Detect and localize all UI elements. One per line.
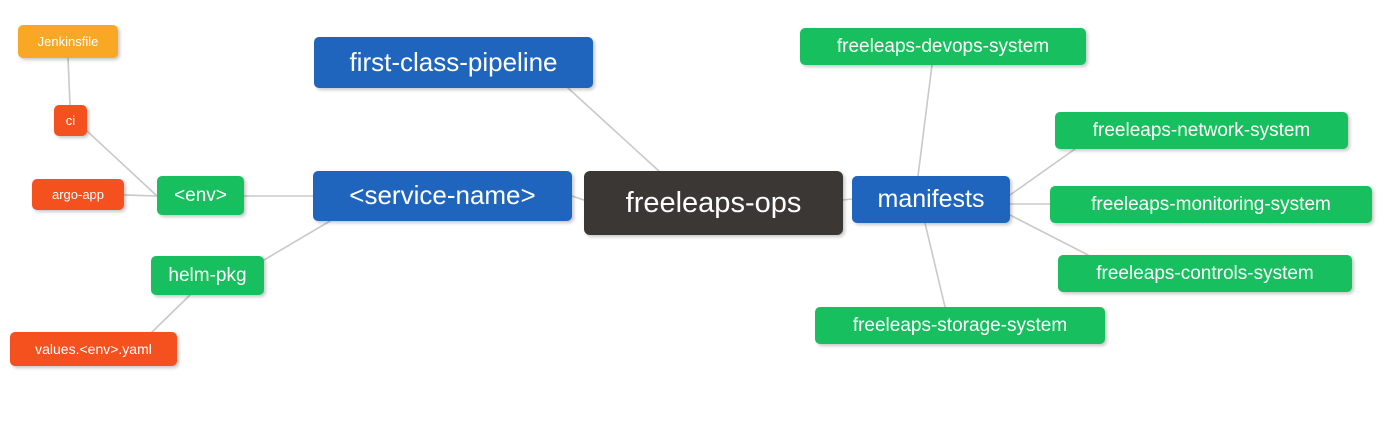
node-env[interactable]: <env> <box>157 176 244 215</box>
node-label: manifests <box>877 185 985 214</box>
edge-freeleaps-ops-to-manifests <box>842 198 853 201</box>
edge-first-class-pipeline-to-freeleaps-ops <box>567 87 661 173</box>
node-label: <service-name> <box>349 180 536 211</box>
node-freeleaps-monitoring-system[interactable]: freeleaps-monitoring-system <box>1050 186 1372 223</box>
node-label: freeleaps-monitoring-system <box>1091 193 1331 215</box>
edge-service-name-to-freeleaps-ops <box>571 195 585 201</box>
node-freeleaps-storage-system[interactable]: freeleaps-storage-system <box>815 307 1105 344</box>
node-freeleaps-controls-system[interactable]: freeleaps-controls-system <box>1058 255 1352 292</box>
edge-helm-pkg-to-service-name <box>263 220 331 261</box>
node-argo-app[interactable]: argo-app <box>32 179 124 210</box>
node-label: freeleaps-ops <box>625 186 802 219</box>
edge-manifests-to-freeleaps-devops-system <box>917 64 933 177</box>
node-helm-pkg[interactable]: helm-pkg <box>151 256 264 295</box>
node-label: freeleaps-devops-system <box>836 35 1050 57</box>
edge-jenkinsfile-to-ci <box>67 57 71 106</box>
node-freeleaps-network-system[interactable]: freeleaps-network-system <box>1055 112 1348 149</box>
node-service-name[interactable]: <service-name> <box>313 171 572 221</box>
node-label: freeleaps-network-system <box>1092 119 1311 141</box>
edge-values-yaml-to-helm-pkg <box>150 294 191 334</box>
node-label: argo-app <box>51 186 105 202</box>
node-label: freeleaps-controls-system <box>1096 262 1314 284</box>
node-label: ci <box>65 112 76 128</box>
edge-argo-app-to-env <box>123 194 158 197</box>
node-label: <env> <box>174 184 227 206</box>
node-values-yaml[interactable]: values.<env>.yaml <box>10 332 177 366</box>
edge-manifests-to-freeleaps-storage-system <box>924 222 946 308</box>
node-label: values.<env>.yaml <box>35 340 152 357</box>
node-label: first-class-pipeline <box>349 46 558 77</box>
node-jenkinsfile[interactable]: Jenkinsfile <box>18 25 118 58</box>
node-ci[interactable]: ci <box>54 105 87 136</box>
node-label: freeleaps-storage-system <box>852 314 1068 336</box>
node-freeleaps-ops[interactable]: freeleaps-ops <box>584 171 843 235</box>
node-first-class-pipeline[interactable]: first-class-pipeline <box>314 37 593 88</box>
node-label: Jenkinsfile <box>37 33 99 49</box>
node-freeleaps-devops-system[interactable]: freeleaps-devops-system <box>800 28 1086 65</box>
node-manifests[interactable]: manifests <box>852 176 1010 223</box>
node-label: helm-pkg <box>168 264 247 286</box>
